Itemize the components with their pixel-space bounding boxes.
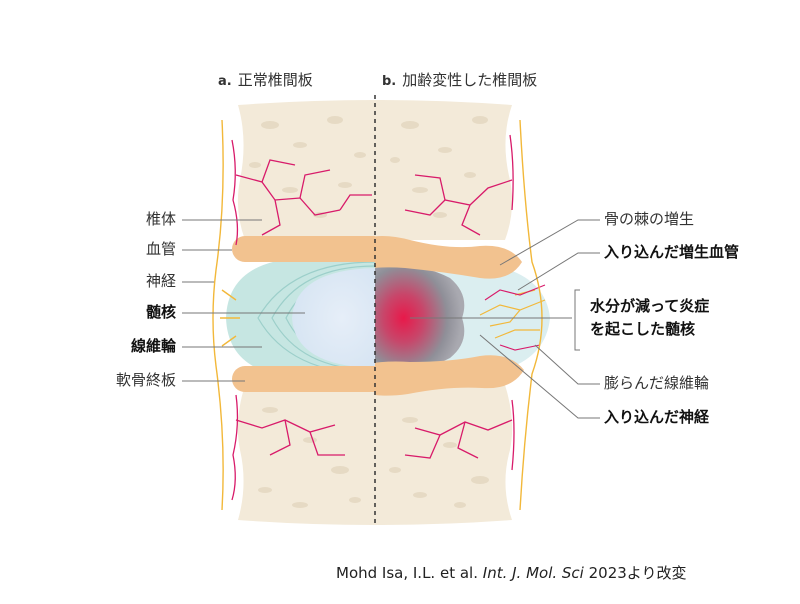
label-osteophyte: 骨の棘の増生 — [604, 210, 695, 228]
panel-b-text: 加齢変性した椎間板 — [402, 71, 538, 89]
label-blood-vessel: 血管 — [145, 240, 176, 258]
endplate-lower-right — [375, 355, 524, 396]
label-inflamed-nucleus-line1: 水分が減って炎症 — [590, 297, 710, 315]
endplate-upper-right — [375, 236, 522, 279]
label-annulus-fibrosus: 線維輪 — [130, 337, 176, 355]
panel-a-title: a. 正常椎間板 — [218, 71, 313, 91]
nucleus-pulposus-normal — [292, 268, 375, 368]
label-ingrown-vessels: 入り込んだ増生血管 — [604, 243, 740, 261]
endplate-lower-left — [232, 366, 375, 392]
right-callout-lines — [410, 219, 600, 419]
panel-a-text: 正常椎間板 — [237, 71, 313, 89]
panel-a-letter: a. — [218, 74, 232, 89]
citation-year: 2023より改変 — [588, 564, 687, 582]
panel-b-letter: b. — [382, 74, 397, 89]
label-inflamed-nucleus-line2: を起こした髄核 — [590, 320, 696, 338]
label-endplate: 軟骨終板 — [115, 371, 176, 389]
label-ingrown-nerves: 入り込んだ神経 — [604, 408, 710, 426]
citation-journal: Int. J. Mol. Sci — [482, 564, 584, 582]
citation: Mohd Isa, I.L. et al. Int. J. Mol. Sci 2… — [336, 562, 687, 583]
panel-b-title: b. 加齢変性した椎間板 — [382, 71, 537, 91]
ingrown-vessels — [484, 284, 546, 351]
bone-texture — [249, 116, 489, 508]
label-bulging-annulus: 膨らんだ線維輪 — [604, 374, 710, 392]
blood-vessels — [231, 134, 515, 501]
label-nerve: 神経 — [145, 272, 176, 290]
label-nucleus-pulposus: 髄核 — [145, 303, 176, 321]
endplate-upper-left — [232, 236, 375, 262]
label-vertebral-body: 椎体 — [145, 210, 176, 228]
left-callout-lines — [182, 219, 305, 382]
citation-authors: Mohd Isa, I.L. et al. — [336, 564, 478, 582]
